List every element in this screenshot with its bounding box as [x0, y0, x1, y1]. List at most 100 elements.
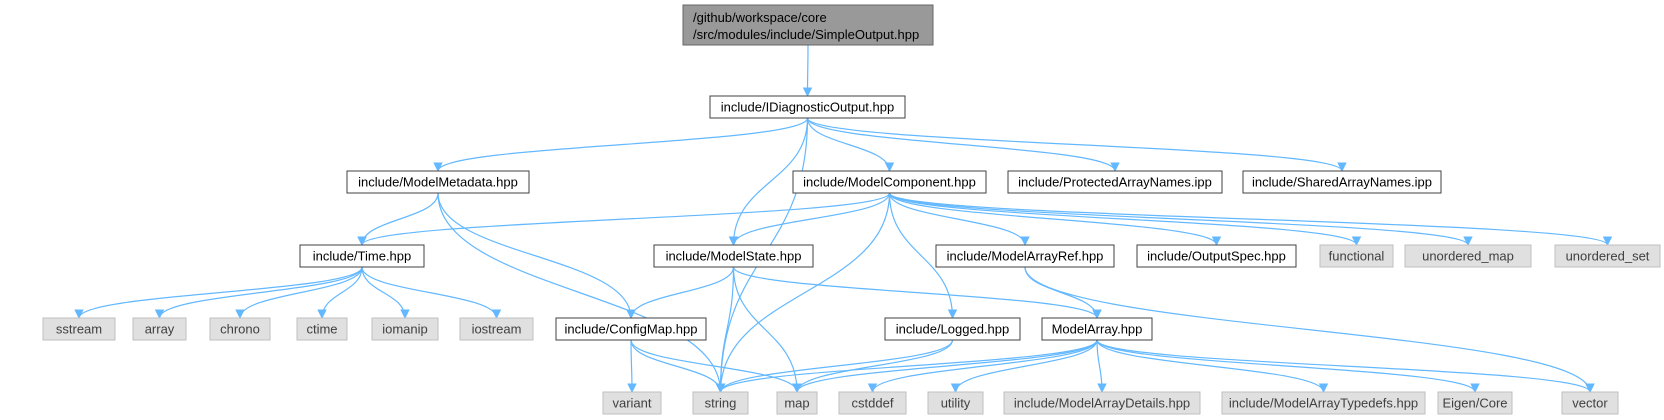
node-metadata[interactable]: include/ModelMetadata.hpp [346, 170, 530, 194]
edge-state-to-configmap [626, 266, 735, 319]
edge-state-to-modelarray [732, 266, 1102, 319]
node-shared[interactable]: include/SharedArrayNames.ipp [1242, 170, 1442, 194]
node-time-box [299, 244, 425, 268]
node-state[interactable]: include/ModelState.hpp [653, 244, 814, 268]
edge-line [317, 266, 363, 319]
node-modelarray[interactable]: ModelArray.hpp [1041, 317, 1153, 341]
edge-line [732, 266, 1102, 319]
edge-modelarray-to-string [715, 339, 1098, 393]
edge-line [792, 339, 1098, 393]
edge-modelarray-to-typedefs [1096, 339, 1329, 393]
node-iomanip-label: iomanip [382, 322, 428, 337]
node-sstream-label: sstream [56, 322, 102, 337]
node-time-label: include/Time.hpp [313, 249, 412, 264]
edge-line [361, 266, 410, 319]
edge-time-to-sstream [74, 266, 363, 319]
edge-line [888, 192, 958, 319]
node-typedefs-label: include/ModelArrayTypedefs.hpp [1229, 396, 1418, 411]
node-string: string [692, 391, 749, 415]
edge-component-to-string [715, 192, 891, 393]
node-arrayref-box [935, 244, 1115, 268]
node-iostream: iostream [459, 317, 534, 341]
edge-line [888, 192, 1473, 246]
edge-line [715, 339, 954, 393]
node-idiag[interactable]: include/IDiagnosticOutput.hpp [709, 95, 906, 119]
edge-configmap-to-variant [627, 339, 637, 393]
node-configmap[interactable]: include/ConfigMap.hpp [555, 317, 707, 341]
node-iostream-label: iostream [472, 322, 522, 337]
edge-state-to-string [715, 266, 735, 393]
edge-line [715, 339, 1098, 393]
edge-line [1096, 339, 1480, 393]
edge-line [950, 339, 1098, 393]
root-label-line2: /src/modules/include/SimpleOutput.hpp [693, 27, 919, 42]
node-typedefs: include/ModelArrayTypedefs.hpp [1221, 391, 1426, 415]
node-string-box [692, 391, 749, 415]
node-logged[interactable]: include/Logged.hpp [884, 317, 1021, 341]
node-component-box [792, 170, 987, 194]
node-arrayref[interactable]: include/ModelArrayRef.hpp [935, 244, 1115, 268]
edge-modelarray-to-cstddef [867, 339, 1098, 393]
node-functional: functional [1319, 244, 1394, 268]
edge-component-to-uset [888, 192, 1613, 246]
edge-metadata-to-configmap [437, 192, 636, 319]
node-metadata-label: include/ModelMetadata.hpp [358, 175, 518, 190]
edge-line [728, 117, 809, 246]
edge-component-to-functional [888, 192, 1362, 246]
edge-metadata-to-time [357, 192, 439, 246]
node-protected[interactable]: include/ProtectedArrayNames.ipp [1007, 170, 1223, 194]
edge-line [1096, 339, 1329, 393]
node-string-label: string [705, 396, 737, 411]
edge-line [806, 117, 895, 172]
node-utility-label: utility [941, 396, 971, 411]
node-component[interactable]: include/ModelComponent.hpp [792, 170, 987, 194]
edge-idiag-to-shared [806, 117, 1347, 172]
node-variant-box [602, 391, 662, 415]
edge-line [630, 339, 726, 393]
node-shared-box [1242, 170, 1442, 194]
node-iomanip: iomanip [371, 317, 439, 341]
node-map-box [776, 391, 818, 415]
node-vector-box [1561, 391, 1619, 415]
edge-line [357, 192, 439, 246]
node-outputspec[interactable]: include/OutputSpec.hpp [1136, 244, 1297, 268]
node-functional-box [1319, 244, 1394, 268]
node-shared-label: include/SharedArrayNames.ipp [1252, 175, 1432, 190]
edge-line [1096, 339, 1107, 393]
edge-component-to-state [728, 192, 891, 246]
edge-time-to-chrono [235, 266, 363, 319]
edge-line [630, 339, 802, 393]
edge-line [626, 266, 735, 319]
node-cstddef: cstddef [838, 391, 907, 415]
root-label-line1: /github/workspace/core [693, 10, 827, 25]
node-root: /github/workspace/core/src/modules/inclu… [682, 4, 934, 46]
edge-line [235, 266, 363, 319]
edge-line [1024, 266, 1595, 393]
edge-line [888, 192, 1613, 246]
node-state-box [653, 244, 814, 268]
node-state-label: include/ModelState.hpp [666, 249, 802, 264]
edge-line [154, 266, 363, 319]
node-variant: variant [602, 391, 662, 415]
node-variant-label: variant [612, 396, 651, 411]
node-vector: vector [1561, 391, 1619, 415]
edge-idiag-to-protected [806, 117, 1120, 172]
node-metadata-box [346, 170, 530, 194]
edge-line [1024, 266, 1102, 319]
edge-line [792, 339, 954, 393]
node-ctime: ctime [296, 317, 348, 341]
edge-line [357, 192, 891, 246]
edge-line [715, 192, 891, 393]
node-outputspec-label: include/OutputSpec.hpp [1147, 249, 1286, 264]
edge-line [728, 192, 891, 246]
edge-configmap-to-map [630, 339, 802, 393]
edge-line [437, 192, 726, 393]
node-modelarray-label: ModelArray.hpp [1052, 322, 1143, 337]
node-eigen: Eigen/Core [1437, 391, 1513, 415]
edge-time-to-array [154, 266, 363, 319]
node-time[interactable]: include/Time.hpp [299, 244, 425, 268]
node-map: map [776, 391, 818, 415]
edges-layer [74, 44, 1613, 393]
edge-line [888, 192, 1222, 246]
node-uset-box [1554, 244, 1661, 268]
